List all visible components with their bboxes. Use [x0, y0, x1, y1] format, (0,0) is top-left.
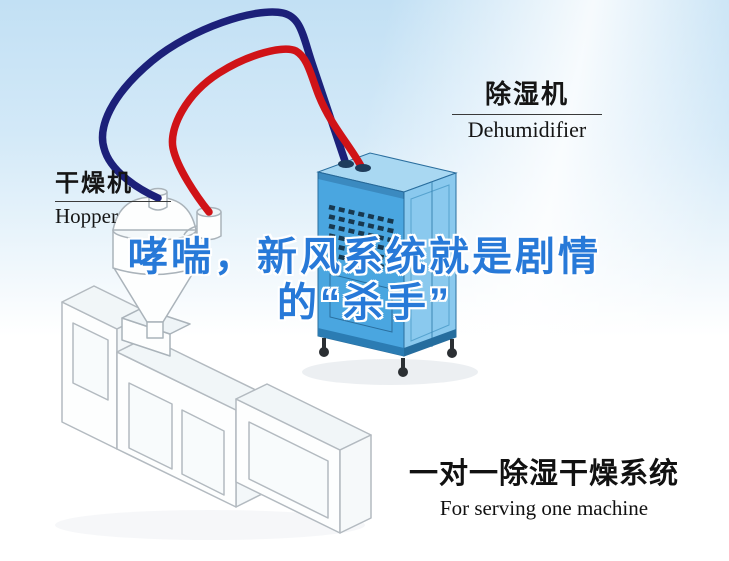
headline: 哮喘，新风系统就是剧情 的“杀手” — [0, 234, 729, 326]
dehumidifier-label-zh: 除湿机 — [484, 79, 569, 109]
door-handle — [443, 252, 447, 266]
dehumidifier-label-en: Dehumidifier — [467, 117, 587, 142]
dehumidifier-shadow — [302, 359, 478, 385]
dehumidifier-label-divider — [452, 114, 602, 115]
caption-en: For serving one machine — [439, 496, 649, 520]
caster-wheels — [319, 338, 457, 377]
vent-grill — [328, 204, 396, 272]
dehumidifier-label: 除湿机 Dehumidifier — [452, 74, 602, 143]
extruder-shadow — [55, 510, 365, 540]
hose-fittings — [338, 160, 371, 172]
supply-hose-red — [168, 45, 366, 216]
headline-line2: 的“杀手” — [277, 281, 452, 325]
extruder-machine — [61, 285, 372, 534]
return-hose-navy — [98, 8, 350, 202]
caption-zh: 一对一除湿干燥系统 — [408, 458, 679, 490]
hopper-label-divider — [55, 201, 171, 202]
hopper-label: 干燥机 Hopper — [55, 163, 171, 229]
headline-line1: 哮喘，新风系统就是剧情 — [128, 235, 601, 279]
caption: 一对一除湿干燥系统 For serving one machine — [400, 450, 688, 521]
hopper-label-en: Hopper — [55, 204, 118, 228]
dehumidifier-unit — [316, 152, 458, 377]
hopper-dryer — [112, 187, 222, 357]
hopper-label-zh: 干燥机 — [55, 170, 133, 197]
